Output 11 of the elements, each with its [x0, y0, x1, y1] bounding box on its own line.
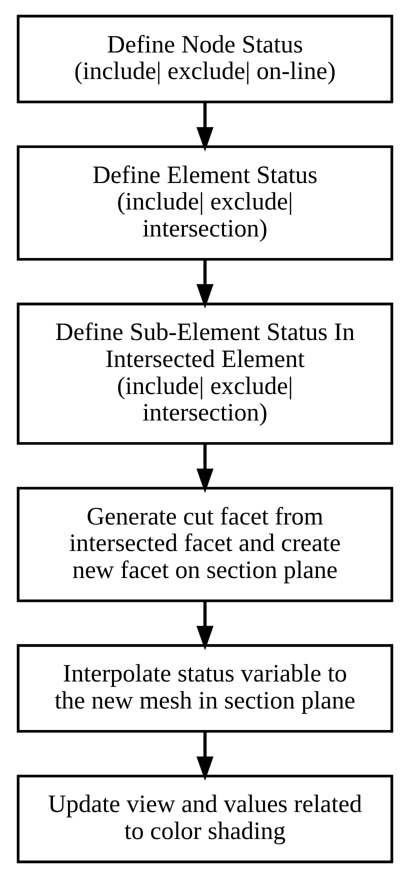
arrow	[196, 102, 214, 152]
arrow	[196, 600, 214, 650]
node-box: Define Node Status (include| exclude| on-line)	[16, 14, 393, 104]
node-box: Generate cut facet from intersected facet and create new facet on section plane	[16, 486, 393, 602]
arrow	[196, 444, 214, 493]
arrow	[196, 732, 214, 781]
arrow	[196, 260, 214, 308]
node-box: Interpolate status variable to the new mesh in section plane	[16, 644, 393, 733]
node-box: Define Sub-Element Status In Intersected Element (include| exclude| intersection)	[16, 302, 393, 445]
node-box: Define Element Status (include| exclude| intersection)	[16, 145, 393, 261]
node-box: Update view and values related to color shading	[16, 774, 393, 864]
